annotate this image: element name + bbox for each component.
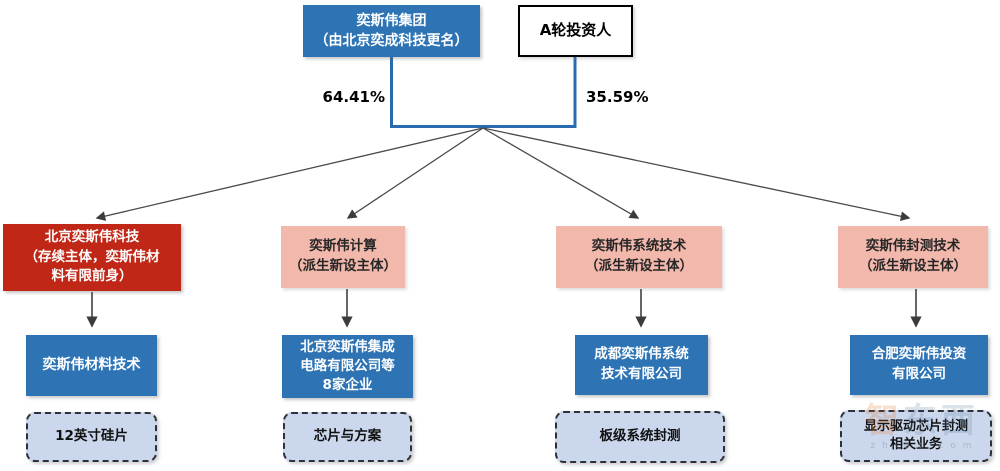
node-business-board-packaging: 板级系统封测 — [555, 411, 725, 463]
node-branch-entity-packaging-test: 奕斯伟封测技术 （派生新设主体） — [838, 226, 988, 288]
node-company-material-tech: 奕斯伟材料技术 — [26, 335, 157, 396]
node-business-display-driver-packaging: 显示驱动芯片封测 相关业务 — [840, 410, 992, 462]
node-branch-entity-system-tech: 奕斯伟系统技术 （派生新设主体） — [556, 226, 722, 288]
node-series-a-investor: A轮投资人 — [518, 5, 633, 57]
node-group-parent: 奕斯伟集团 （由北京奕成科技更名） — [303, 5, 480, 57]
ownership-percentage-right: 35.59% — [586, 88, 649, 106]
node-business-silicon-wafer: 12英寸硅片 — [26, 412, 157, 462]
ownership-percentage-left: 64.41% — [322, 88, 385, 106]
node-company-beijing-ic: 北京奕斯伟集成 电路有限公司等 8家企业 — [282, 335, 413, 398]
node-company-chengdu-system: 成都奕斯伟系统 技术有限公司 — [575, 335, 708, 395]
fan-arrow-branch-3 — [482, 127, 640, 219]
parent-investor-bracket — [390, 57, 577, 128]
fan-arrow-branch-4 — [482, 127, 911, 222]
node-business-chip-solution: 芯片与方案 — [283, 412, 412, 462]
fan-arrow-branch-2 — [346, 127, 484, 219]
fan-arrow-branch-1 — [95, 127, 484, 221]
node-company-hefei-investment: 合肥奕斯伟投资 有限公司 — [850, 335, 988, 395]
node-branch-entity-beijing-eswin: 北京奕斯伟科技 （存续主体，奕斯伟材 料有限前身） — [3, 224, 181, 291]
node-branch-entity-computing: 奕斯伟计算 （派生新设主体） — [281, 226, 405, 288]
